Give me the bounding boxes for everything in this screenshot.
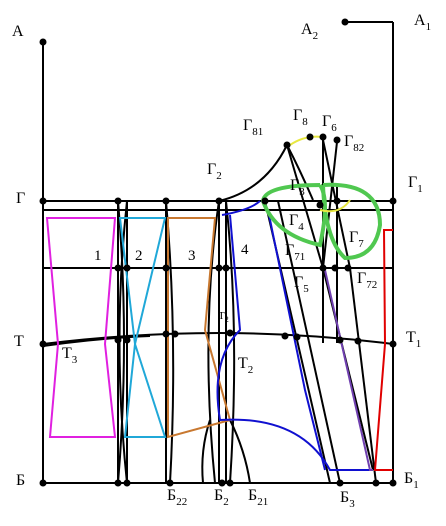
panel-1-outline (45, 217, 117, 438)
point-g3 (316, 201, 324, 209)
waist-lower-line (42, 335, 151, 347)
panel-4-outline (216, 200, 373, 471)
label-a2: A2 (301, 21, 318, 42)
point-b3 (336, 479, 344, 487)
label-b21: Б21 (248, 487, 268, 508)
panel-number-4: 4 (241, 242, 249, 258)
label-a1: A1 (414, 12, 431, 33)
point-b1 (389, 479, 397, 487)
shoulder-curve (286, 144, 314, 201)
point-m18 (261, 197, 269, 205)
label-g3: Г3 (290, 177, 305, 198)
label-t1: Т1 (406, 329, 421, 350)
armhole-curve (218, 144, 288, 202)
point-g1 (389, 197, 397, 205)
point-m2 (162, 197, 170, 205)
green-armhole-right (321, 182, 383, 261)
label-b2: Б2 (214, 487, 229, 508)
blue-diagonal (267, 209, 326, 471)
point-m1 (114, 197, 122, 205)
label-g7: Г7 (349, 229, 364, 250)
point-m15 (354, 337, 362, 345)
labels: A A2 A1 Г Г1 Г2 Г81 Г8 Г6 Г82 Г3 Г4 Г7 Г… (12, 12, 431, 510)
label-g5: Г5 (294, 274, 309, 295)
label-g82: Г82 (344, 133, 364, 154)
label-b22: Б22 (167, 487, 187, 508)
label-t2-small: Т2 (218, 310, 229, 324)
point-m11 (171, 330, 179, 338)
label-g: Г (16, 190, 25, 207)
point-g (39, 197, 47, 205)
point-b2 (218, 479, 226, 487)
yellow-shoulder (289, 135, 323, 146)
label-g2: Г2 (207, 161, 222, 182)
point-b4 (372, 479, 380, 487)
panel-2-outline (118, 217, 167, 438)
point-g2 (215, 197, 223, 205)
points (39, 18, 397, 487)
point-m16 (114, 479, 122, 487)
armhole-diagonal-1 (286, 144, 324, 269)
panel-number-3: 3 (188, 248, 196, 264)
point-g72 (344, 264, 352, 272)
label-b3: Б3 (340, 489, 355, 510)
side-line-1 (349, 267, 377, 484)
point-g81 (283, 141, 291, 149)
point-g5 (331, 264, 339, 272)
panel-3-outline (167, 217, 232, 439)
point-b22 (166, 479, 174, 487)
label-g4: Г4 (289, 212, 304, 233)
point-m4 (123, 264, 131, 272)
point-m6 (215, 264, 223, 272)
point-t (39, 340, 47, 348)
point-g6 (319, 133, 327, 141)
point-m10 (162, 330, 170, 338)
panel-number-1: 1 (94, 248, 102, 264)
point-g82 (333, 136, 341, 144)
label-g72: Г72 (357, 270, 377, 291)
label-a: A (12, 23, 24, 40)
panel-number-2: 2 (135, 248, 143, 264)
label-g71: Г71 (285, 242, 305, 263)
point-t2 (226, 329, 234, 337)
point-g71 (319, 264, 327, 272)
point-m3 (114, 264, 122, 272)
point-b (39, 479, 47, 487)
point-m5 (162, 264, 170, 272)
label-g6: Г6 (322, 113, 337, 134)
point-m17 (123, 479, 131, 487)
label-b1: Б1 (404, 470, 419, 491)
point-a (39, 38, 47, 46)
b22-curve (201, 419, 211, 484)
point-m19 (333, 197, 341, 205)
point-m14 (336, 336, 344, 344)
label-t2: Т2 (238, 355, 253, 376)
red-side-line (373, 229, 393, 471)
colored-panels (45, 135, 393, 471)
point-m9 (123, 336, 131, 344)
point-a2 (341, 18, 349, 26)
armhole-diagonal-3 (322, 141, 338, 269)
point-m7 (222, 264, 230, 272)
label-b: Б (16, 472, 25, 489)
point-t1 (389, 340, 397, 348)
point-g8 (306, 133, 314, 141)
point-m12 (281, 332, 289, 340)
point-m13 (293, 333, 301, 341)
b21-curve (229, 419, 251, 484)
curve-mid-2 (207, 200, 220, 484)
label-g8: Г8 (293, 107, 308, 128)
point-b21 (226, 479, 234, 487)
point-m8 (114, 336, 122, 344)
label-t: Т (14, 333, 24, 350)
right-panel-line-2 (277, 200, 341, 484)
label-g1: Г1 (408, 174, 423, 195)
label-t3: Т3 (62, 345, 78, 366)
yellow-armhole (319, 199, 351, 213)
label-g81: Г81 (243, 117, 263, 138)
